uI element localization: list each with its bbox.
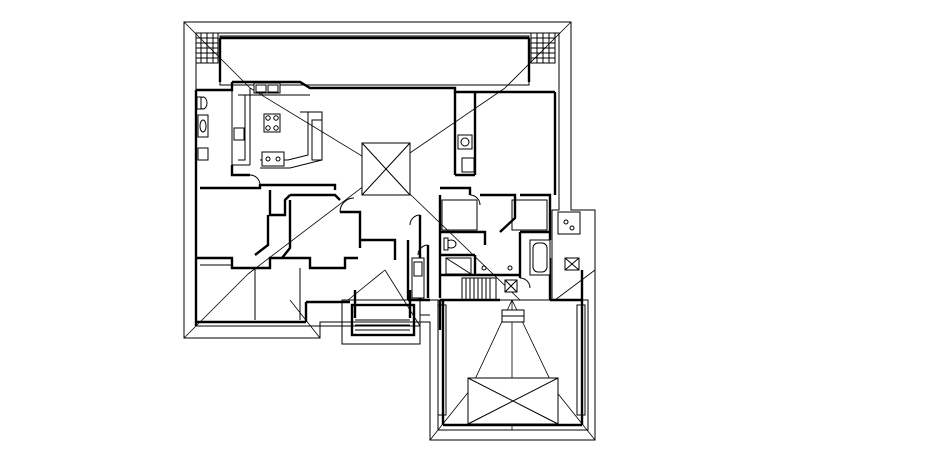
upper-deck — [195, 32, 556, 86]
door-swing — [249, 174, 531, 289]
kitchen-sink — [253, 82, 281, 94]
vanity-sink — [197, 114, 209, 138]
toilet-master — [443, 237, 457, 251]
coat-closet — [411, 257, 425, 299]
skylight — [361, 142, 411, 196]
cooktop — [263, 113, 281, 133]
front-porch-steps — [341, 290, 442, 345]
fixtures — [196, 82, 581, 299]
toilet — [196, 96, 208, 110]
stair — [461, 277, 497, 301]
corner-stair-left — [195, 32, 219, 64]
garage — [437, 270, 589, 431]
garage-skylight — [467, 377, 559, 425]
dishwasher — [233, 127, 245, 141]
laundry-sink — [457, 134, 475, 173]
bathtub — [529, 239, 551, 276]
interior-walls — [194, 80, 557, 326]
kitchen-island — [261, 151, 285, 167]
